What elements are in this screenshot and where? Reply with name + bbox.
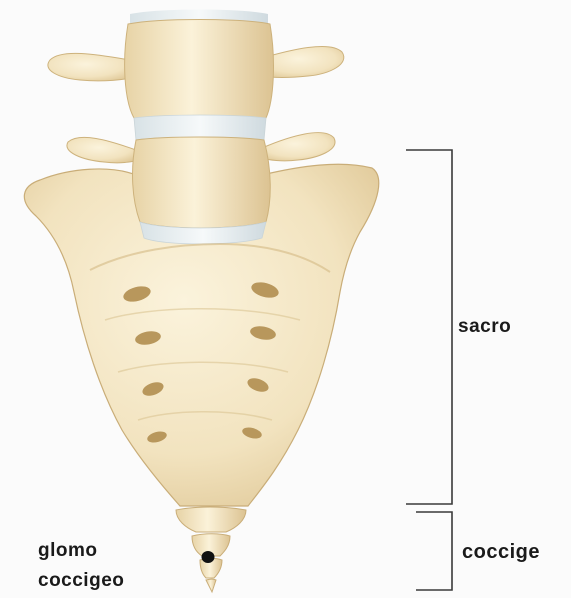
coccygeal-body-label-line1: glomo <box>38 540 98 562</box>
coccyx-label: coccige <box>462 541 540 564</box>
glomus-coccygeum-dot <box>202 551 215 563</box>
lower-vertebral-body <box>133 137 271 228</box>
middle-disc <box>134 115 266 140</box>
sacrum-label: sacro <box>458 316 511 338</box>
coccygeal-body-label-line2: coccigeo <box>38 570 124 592</box>
coccyx-shape <box>176 507 246 592</box>
sacrum-bracket <box>406 150 452 504</box>
coccyx-bracket <box>416 512 452 590</box>
upper-vertebral-body <box>125 20 274 123</box>
